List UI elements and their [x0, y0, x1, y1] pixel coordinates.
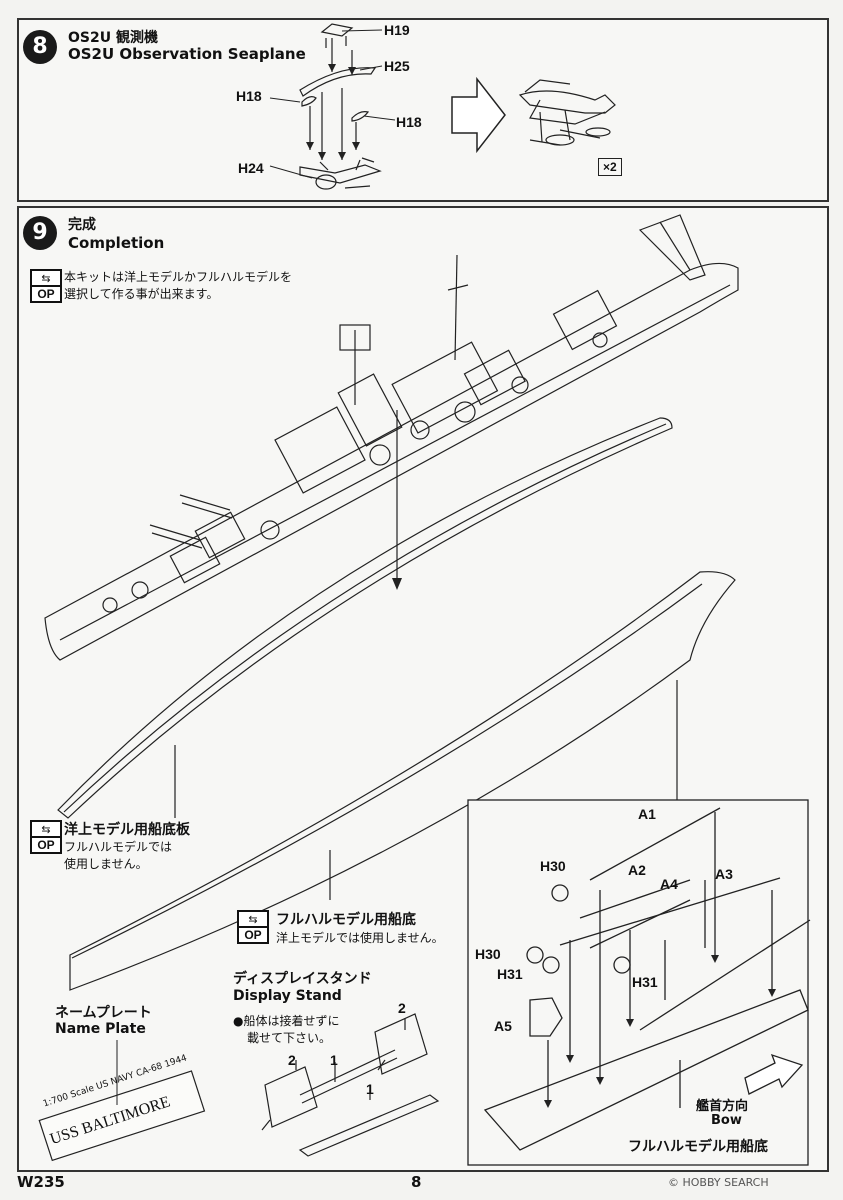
nameplate-title-en: Name Plate	[55, 1021, 146, 1037]
detail-fullhull-label: フルハルモデル用船底	[628, 1139, 768, 1155]
step8-title-en: OS2U Observation Seaplane	[68, 45, 306, 63]
step9-title-jp: 完成	[68, 217, 96, 233]
option-note-line2: 選択して作る事が出来ます。	[64, 287, 219, 301]
option-note-line1: 本キットは洋上モデルかフルハルモデルを	[64, 270, 293, 284]
step9-panel	[17, 206, 829, 1172]
fullhull-note: 洋上モデルでは使用しません。	[276, 931, 444, 945]
op-label: OP	[244, 928, 262, 942]
part-a1: A1	[638, 806, 656, 822]
waterline-plate-title: 洋上モデル用船底板	[64, 822, 190, 838]
part-h31-right: H31	[632, 974, 658, 990]
fullhull-title: フルハルモデル用船底	[276, 912, 416, 928]
stand-title-en: Display Stand	[233, 988, 342, 1004]
part-h18-right: H18	[396, 114, 422, 130]
op-label: OP	[37, 287, 55, 301]
part-h30-top: H30	[540, 858, 566, 874]
stand-part-2-left: 2	[288, 1052, 296, 1068]
part-a5: A5	[494, 1018, 512, 1034]
product-code: W235	[17, 1173, 65, 1191]
part-h31-left: H31	[497, 966, 523, 982]
stand-part-2-right: 2	[398, 1000, 406, 1016]
nameplate-title-jp: ネームプレート	[55, 1005, 152, 1021]
stand-part-1-top: 1	[330, 1052, 338, 1068]
step9-title-en: Completion	[68, 234, 165, 252]
part-h18-left: H18	[236, 88, 262, 104]
swap-icon: ⇆	[32, 271, 60, 287]
stand-note-line2: 載せて下さい。	[247, 1031, 332, 1045]
multiplier-badge: ×2	[598, 158, 622, 176]
page-number: 8	[411, 1173, 422, 1191]
part-a4: A4	[660, 876, 678, 892]
step8-title-jp: OS2U 観測機	[68, 30, 158, 46]
part-a3: A3	[715, 866, 733, 882]
part-h19: H19	[384, 22, 410, 38]
stand-title-jp: ディスプレイスタンド	[233, 971, 372, 987]
part-h25: H25	[384, 58, 410, 74]
part-h24: H24	[238, 160, 264, 176]
waterline-note-line2: 使用しません。	[64, 857, 148, 871]
part-a2: A2	[628, 862, 646, 878]
op-icon-note: ⇆ OP	[30, 269, 62, 303]
bow-label-en: Bow	[711, 1113, 742, 1128]
watermark: © HOBBY SEARCH	[668, 1176, 769, 1189]
op-label: OP	[37, 838, 55, 852]
stand-part-1-bottom: 1	[366, 1081, 374, 1097]
step9-number: 9	[23, 216, 57, 250]
part-h30-left: H30	[475, 946, 501, 962]
op-icon-fullhull: ⇆ OP	[237, 910, 269, 944]
stand-note-line1: ●船体は接着せずに	[233, 1014, 340, 1028]
bow-label-jp: 艦首方向	[696, 1099, 749, 1114]
swap-icon: ⇆	[32, 822, 60, 838]
step8-number: 8	[23, 30, 57, 64]
step8-panel	[17, 18, 829, 202]
waterline-note-line1: フルハルモデルでは	[64, 840, 173, 854]
swap-icon: ⇆	[239, 912, 267, 928]
op-icon-waterline: ⇆ OP	[30, 820, 62, 854]
